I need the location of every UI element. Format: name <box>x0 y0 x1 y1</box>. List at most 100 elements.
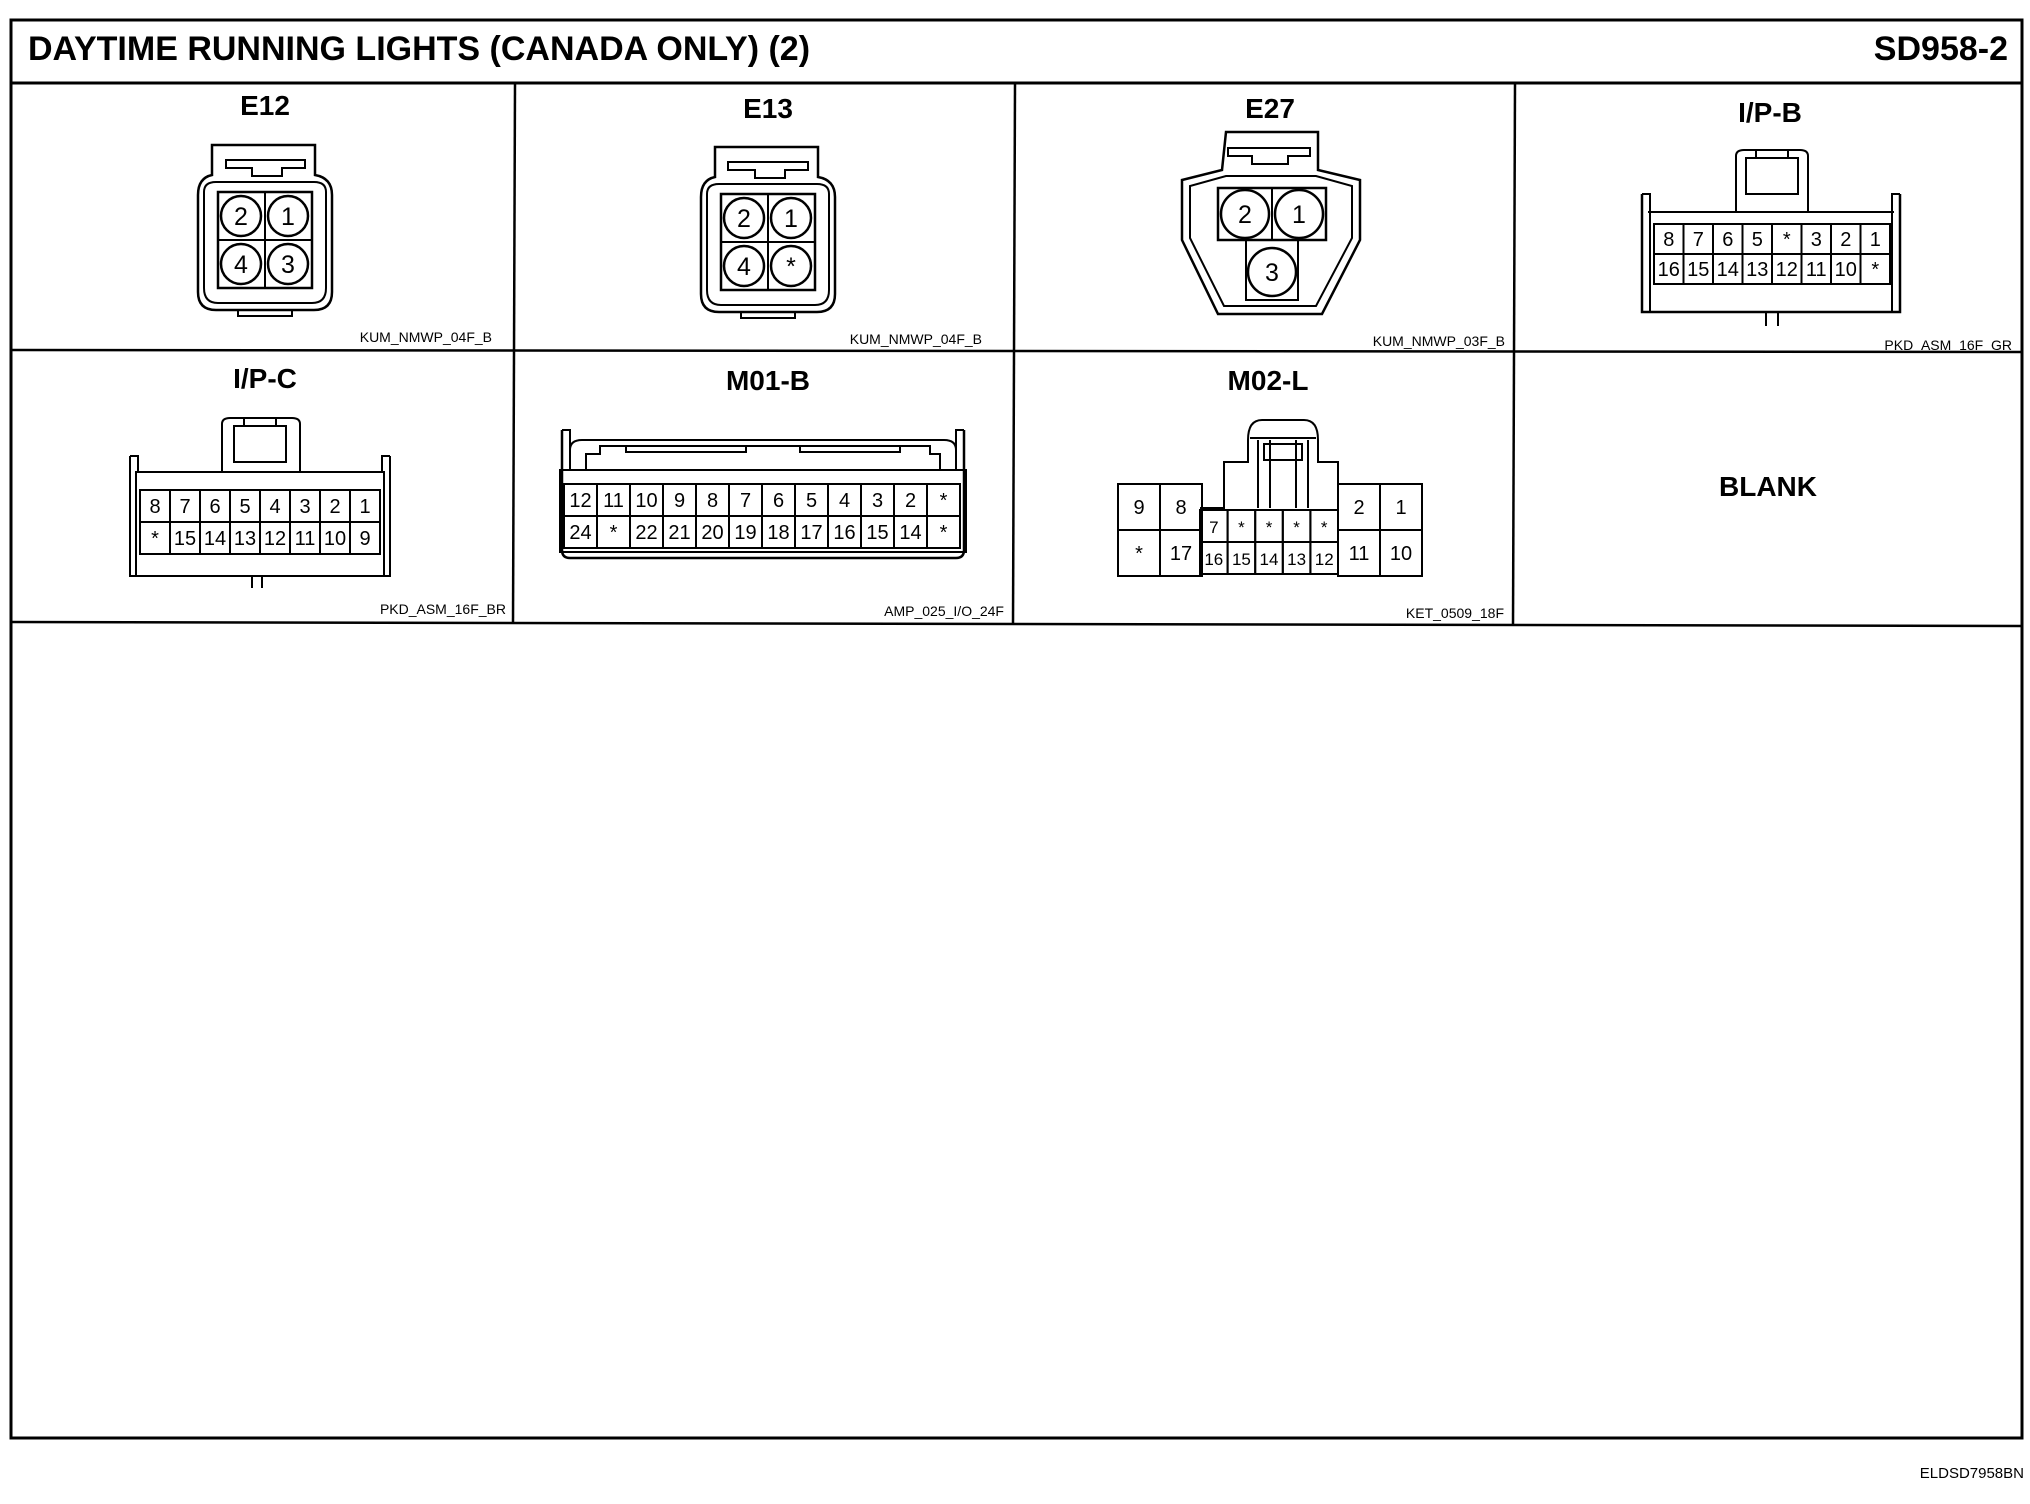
pin-label: 8 <box>1663 229 1674 251</box>
pin-label: 14 <box>899 522 921 544</box>
pin-label: 2 <box>1840 229 1851 251</box>
pin-label: * <box>1238 518 1245 537</box>
connector-e27: E27 2 1 3 KUM_NMWP_03F_B <box>1180 93 1505 349</box>
connector-housing-m01-b <box>560 430 966 560</box>
pin-label: 3 <box>299 496 310 518</box>
pin-label: * <box>1135 543 1143 565</box>
pin-label: 10 <box>1390 543 1412 565</box>
pin-label: 13 <box>1287 550 1306 569</box>
pin-label: 1 <box>1292 201 1306 229</box>
pin-label: 8 <box>1175 497 1186 519</box>
pin-label: 9 <box>674 490 685 512</box>
footer-code: ELDSD7958BN <box>1920 1465 2024 1482</box>
pin-label: 7 <box>1693 229 1704 251</box>
pin-label: 10 <box>324 528 346 550</box>
pin-label: 24 <box>569 522 591 544</box>
pin-label: 11 <box>1349 543 1370 565</box>
part-number-m02-l: KET_0509_18F <box>1406 605 1504 621</box>
pin-label: 4 <box>839 490 850 512</box>
pin-label: 20 <box>701 522 723 544</box>
pin-label: 9 <box>1133 497 1144 519</box>
connector-id-ip-b: I/P-B <box>1738 97 1802 128</box>
pin-label: 3 <box>1265 259 1279 287</box>
diagram-title: DAYTIME RUNNING LIGHTS (CANADA ONLY) (2) <box>28 30 810 68</box>
pin-label: 18 <box>767 522 789 544</box>
part-number-e12: KUM_NMWP_04F_B <box>360 329 492 345</box>
pin-label: * <box>610 522 618 544</box>
pin-label: 1 <box>1870 229 1881 251</box>
pin-label: 8 <box>149 496 160 518</box>
connector-id-ip-c: I/P-C <box>233 363 297 394</box>
pin-label: 22 <box>635 522 657 544</box>
pin-cavity <box>1859 253 1891 285</box>
pin-label: * <box>1321 518 1328 537</box>
connector-housing-ip-c <box>135 471 385 577</box>
pin-label: 17 <box>800 522 822 544</box>
pin-label: 5 <box>239 496 250 518</box>
pin-label: 16 <box>1204 550 1223 569</box>
pin-label: 2 <box>234 203 248 231</box>
pin-label: 7 <box>740 490 751 512</box>
pin-label: * <box>940 490 948 512</box>
pin-label: 16 <box>833 522 855 544</box>
pin-label: 1 <box>784 205 798 233</box>
pin-label: 4 <box>234 251 248 279</box>
pin-label: 17 <box>1170 543 1192 565</box>
pin-label: 15 <box>174 528 196 550</box>
pin-label: 10 <box>1835 259 1857 281</box>
pin-label: 1 <box>281 203 295 231</box>
pin-label: 5 <box>806 490 817 512</box>
pin-label: 3 <box>1811 229 1822 251</box>
col-divider-3 <box>1511 82 1517 627</box>
pin-label: 6 <box>209 496 220 518</box>
part-number-ip-b: PKD_ASM_16F_GR <box>1884 337 2012 353</box>
pin-label: * <box>1783 229 1791 251</box>
row-divider-1 <box>10 348 2023 354</box>
connector-e12: E12 2 1 4 3 KUM_NMWP_04F_B <box>196 90 492 345</box>
pin-label: 13 <box>234 528 256 550</box>
pin-label: 11 <box>295 528 316 550</box>
pin-label: 7 <box>179 496 190 518</box>
pin-cavity <box>1379 529 1423 577</box>
col-divider-1 <box>511 82 517 623</box>
pin-label: 6 <box>1722 229 1733 251</box>
connector-e13: E13 2 1 4 * KUM_NMWP_04F_B <box>699 93 982 347</box>
part-number-ip-c: PKD_ASM_16F_BR <box>380 601 506 617</box>
pin-label: 14 <box>1260 550 1279 569</box>
pin-label: 13 <box>1746 259 1768 281</box>
pin-label: 5 <box>1752 229 1763 251</box>
pin-label: 6 <box>773 490 784 512</box>
part-number-e13: KUM_NMWP_04F_B <box>850 331 982 347</box>
row-divider-2 <box>10 620 2023 628</box>
pin-label: 12 <box>569 490 591 512</box>
pin-label: * <box>151 528 159 550</box>
pin-label: 11 <box>1806 259 1827 281</box>
part-number-m01-b: AMP_025_I/O_24F <box>884 603 1004 619</box>
pin-label: 14 <box>1717 259 1739 281</box>
pin-label: 12 <box>264 528 286 550</box>
pin-label: 1 <box>1395 497 1406 519</box>
pin-label: 2 <box>905 490 916 512</box>
connector-housing-e27 <box>1180 130 1362 316</box>
pin-label: 16 <box>1658 259 1680 281</box>
connector-id-e13: E13 <box>743 93 793 124</box>
pin-cavity <box>926 515 961 549</box>
connector-id-e12: E12 <box>240 90 290 121</box>
connector-housing-e13 <box>699 145 837 314</box>
pin-label: 4 <box>737 253 751 281</box>
pin-label: * <box>1266 518 1273 537</box>
pin-label: 9 <box>359 528 370 550</box>
pin-label: 2 <box>1353 497 1364 519</box>
pin-label: 10 <box>635 490 657 512</box>
part-number-e27: KUM_NMWP_03F_B <box>1373 333 1505 349</box>
pin-label: 3 <box>872 490 883 512</box>
pin-label: * <box>1871 259 1879 281</box>
pin-label: * <box>940 522 948 544</box>
connector-housing-m02-l <box>1200 419 1339 509</box>
pin-label: 15 <box>1687 259 1709 281</box>
pin-label: 1 <box>359 496 370 518</box>
